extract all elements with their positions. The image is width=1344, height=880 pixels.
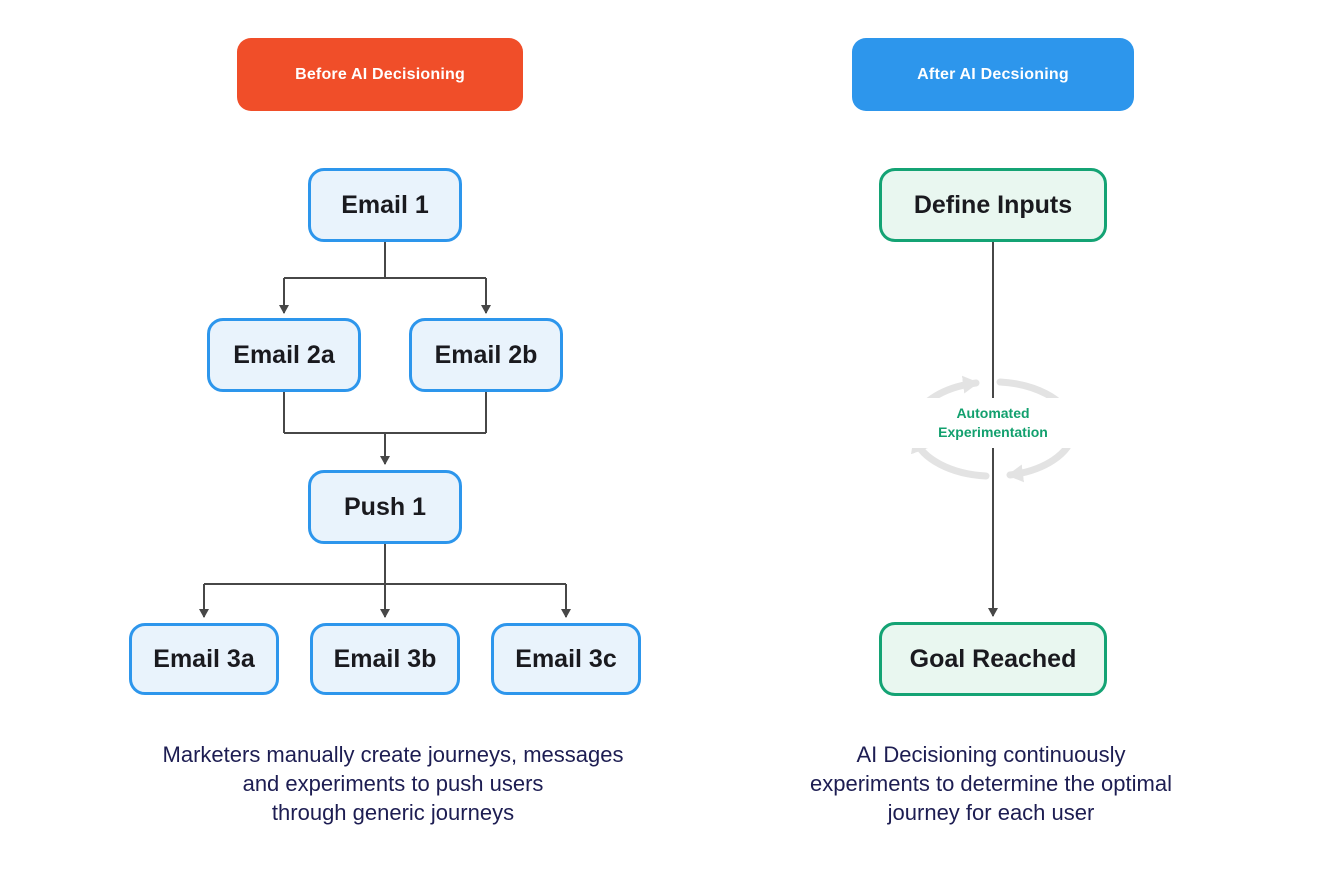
automated-experimentation-line1: Automated	[956, 405, 1030, 421]
node-email-2a-label: Email 2a	[233, 340, 335, 369]
node-email-1-label: Email 1	[341, 190, 429, 219]
node-email-3c: Email 3c	[491, 623, 641, 695]
after-caption-line3: journey for each user	[887, 800, 1095, 825]
before-caption: Marketers manually create journeys, mess…	[93, 740, 693, 827]
before-ai-badge-label: Before AI Decisioning	[295, 65, 465, 83]
after-caption-line2: experiments to determine the optimal	[810, 771, 1172, 796]
before-caption-line3: through generic journeys	[271, 800, 515, 825]
node-email-1: Email 1	[308, 168, 462, 242]
node-define-inputs: Define Inputs	[879, 168, 1107, 242]
before-ai-badge: Before AI Decisioning	[237, 38, 523, 111]
node-push-1-label: Push 1	[344, 492, 426, 521]
after-caption-line1: AI Decisioning continuously	[856, 742, 1126, 767]
node-email-3a: Email 3a	[129, 623, 279, 695]
automated-experimentation-line2: Experimentation	[938, 424, 1048, 440]
node-email-3b-label: Email 3b	[333, 644, 437, 673]
node-define-inputs-label: Define Inputs	[913, 190, 1073, 219]
after-caption: AI Decisioning continuously experiments …	[741, 740, 1241, 827]
node-goal-reached-label: Goal Reached	[909, 644, 1077, 673]
node-email-3a-label: Email 3a	[153, 644, 255, 673]
after-ai-badge-label: After AI Decsioning	[917, 65, 1069, 83]
node-email-2b-label: Email 2b	[434, 340, 538, 369]
after-ai-badge: After AI Decsioning	[852, 38, 1134, 111]
node-email-3b: Email 3b	[310, 623, 460, 695]
node-goal-reached: Goal Reached	[879, 622, 1107, 696]
node-push-1: Push 1	[308, 470, 462, 544]
node-email-2a: Email 2a	[207, 318, 361, 392]
node-email-2b: Email 2b	[409, 318, 563, 392]
automated-experimentation-label: Automated Experimentation	[908, 398, 1078, 448]
before-caption-line1: Marketers manually create journeys, mess…	[162, 742, 624, 767]
before-caption-line2: and experiments to push users	[242, 771, 544, 796]
connector-push1-split	[204, 544, 566, 585]
connector-email1-split	[284, 242, 486, 279]
node-email-3c-label: Email 3c	[515, 644, 617, 673]
connector-emails2-merge	[283, 392, 487, 434]
